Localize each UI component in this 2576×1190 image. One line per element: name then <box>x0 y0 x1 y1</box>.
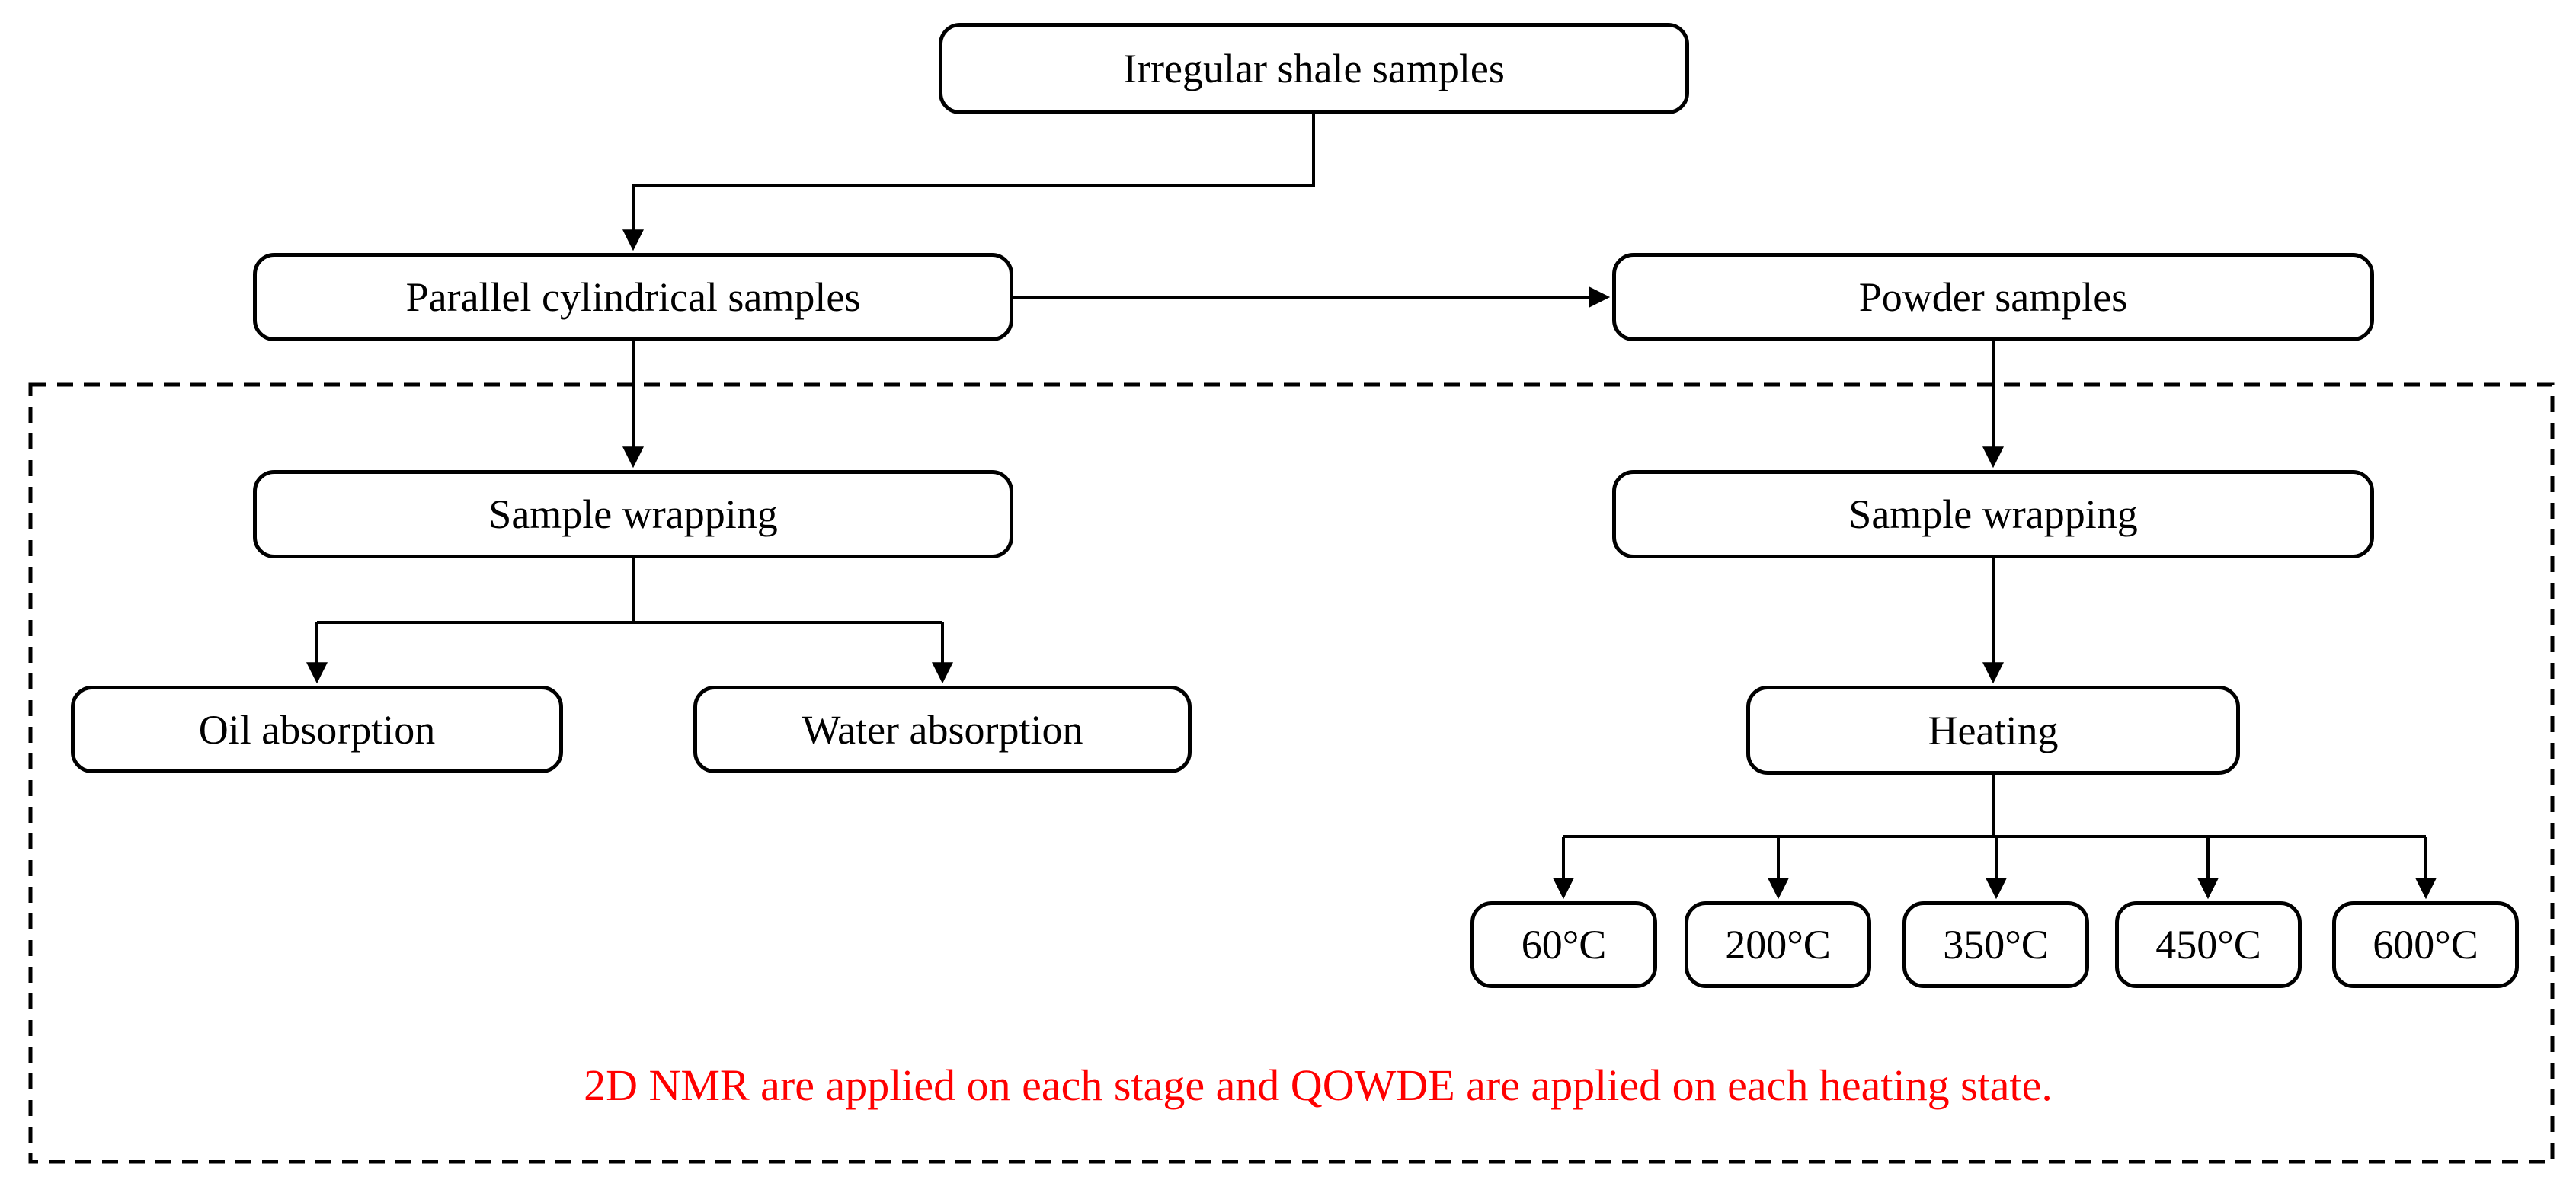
node-temp-350c: 350°C <box>1902 901 2089 988</box>
node-label: Sample wrapping <box>488 491 778 537</box>
node-label: 200°C <box>1725 922 1831 968</box>
note-text: 2D NMR are applied on each stage and QOW… <box>584 1060 2053 1110</box>
connector-irregular-to-parallel <box>622 114 1315 251</box>
node-water-absorption: Water absorption <box>693 686 1192 773</box>
node-temp-450c: 450°C <box>2115 901 2302 988</box>
node-label: Sample wrapping <box>1848 491 2138 537</box>
node-label: Irregular shale samples <box>1123 46 1505 91</box>
node-oil-absorption: Oil absorption <box>71 686 563 773</box>
dashed-region-border <box>28 382 2555 1164</box>
node-temp-60c: 60°C <box>1470 901 1657 988</box>
node-label: 600°C <box>2373 922 2478 968</box>
node-temp-200c: 200°C <box>1685 901 1871 988</box>
node-label: Powder samples <box>1858 274 2128 320</box>
node-label: 450°C <box>2155 922 2261 968</box>
node-heating: Heating <box>1746 686 2240 775</box>
node-irregular-shale-samples: Irregular shale samples <box>939 23 1689 114</box>
node-sample-wrapping-right: Sample wrapping <box>1612 470 2374 558</box>
node-label: Parallel cylindrical samples <box>405 274 861 320</box>
node-temp-600c: 600°C <box>2332 901 2519 988</box>
node-label: Heating <box>1928 707 2059 753</box>
node-sample-wrapping-left: Sample wrapping <box>253 470 1013 558</box>
node-parallel-cylindrical-samples: Parallel cylindrical samples <box>253 253 1013 341</box>
node-label: Water absorption <box>802 706 1083 753</box>
node-label: 60°C <box>1521 922 1607 968</box>
node-label: 350°C <box>1943 922 2049 968</box>
node-powder-samples: Powder samples <box>1612 253 2374 341</box>
node-label: Oil absorption <box>198 706 436 753</box>
